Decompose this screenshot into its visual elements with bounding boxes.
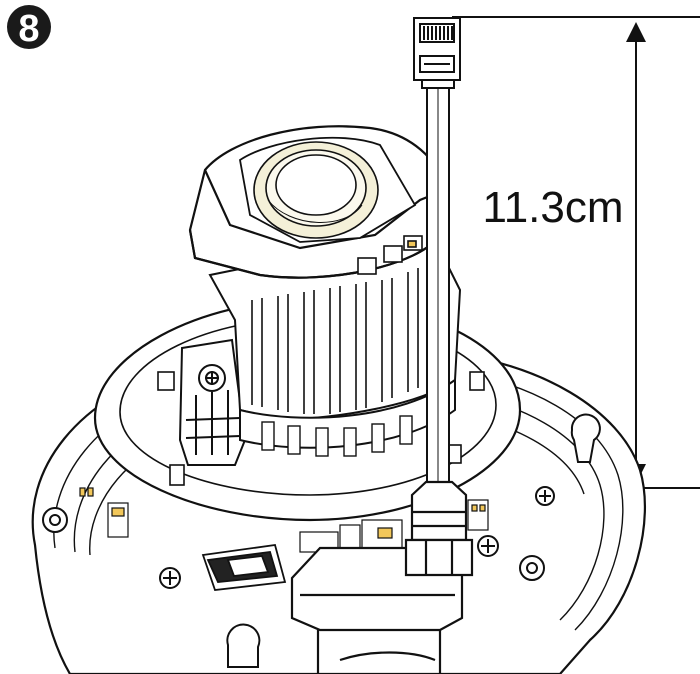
step-number-badge: 8	[7, 5, 51, 50]
ethernet-cable	[426, 84, 450, 496]
lens-glass	[253, 141, 379, 239]
lower-keyhole	[226, 623, 261, 668]
lower-fins	[261, 415, 413, 457]
step-number: 8	[18, 8, 39, 50]
lens-side-tabs	[357, 235, 423, 275]
rj45-connector	[413, 17, 461, 89]
cable-gland	[404, 480, 474, 577]
tilt-bracket	[178, 338, 247, 466]
dimension-label: 11.3cm	[482, 183, 623, 232]
mounting-screw-holes	[42, 486, 555, 589]
keyhole-slot	[570, 413, 601, 463]
sd-card-slot	[201, 543, 287, 591]
